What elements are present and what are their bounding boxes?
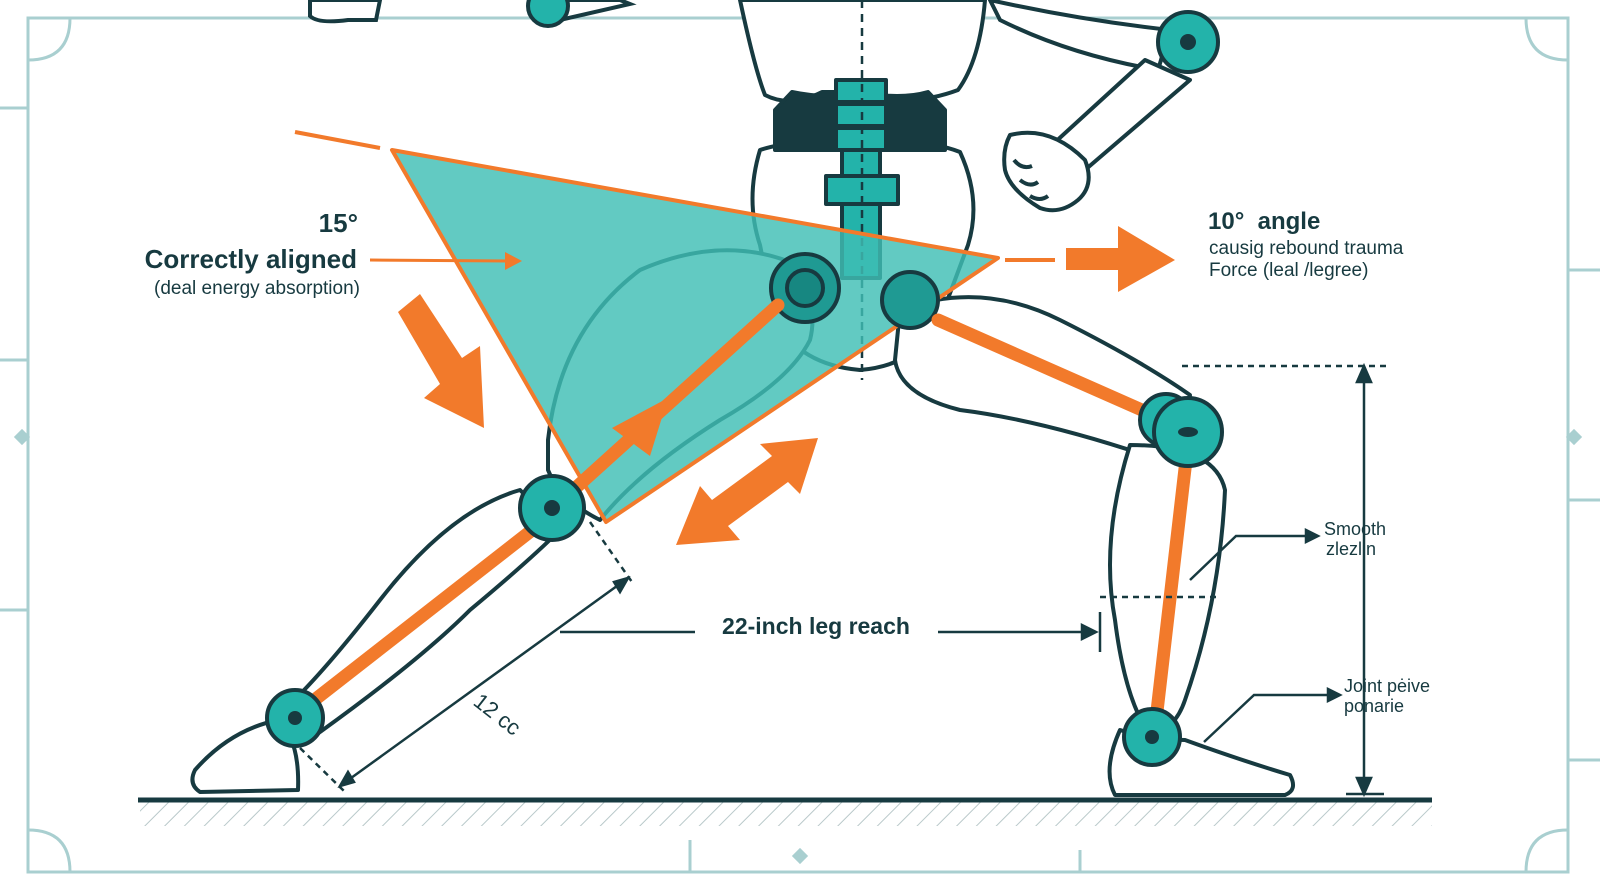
smooth-note-line1: Smooth xyxy=(1324,519,1386,539)
right-angle-label: 10° angle xyxy=(1208,208,1320,235)
left-angle-label: 15° xyxy=(319,208,358,238)
left-callout-subtitle: (deal energy absorption) xyxy=(154,278,360,299)
shin-length-label: 12 cc xyxy=(469,688,526,740)
left-callout-title: Correctly aligned xyxy=(145,244,357,274)
joint-icon xyxy=(880,270,940,330)
arrow-icon xyxy=(612,398,668,456)
joint-note-line1: Joint pėive xyxy=(1344,676,1430,696)
ground xyxy=(138,797,1432,826)
arrow-icon xyxy=(398,294,484,428)
joint-note-line2: ponarie xyxy=(1344,696,1404,716)
hip-joints xyxy=(769,252,940,330)
leg-reach-label: 22-inch leg reach xyxy=(722,613,910,639)
force-arrows xyxy=(398,226,1175,545)
right-leg xyxy=(893,295,1296,797)
left-arm xyxy=(308,0,637,28)
bone-lines xyxy=(301,298,1193,727)
right-arm xyxy=(988,0,1220,213)
alignment-triangle xyxy=(390,148,1000,524)
arrow-icon xyxy=(505,252,522,270)
measurement-lines xyxy=(299,362,1386,798)
right-callout-line2: Force (leal /legree) xyxy=(1209,260,1368,281)
arrow-icon xyxy=(1066,226,1175,292)
double-arrow-icon xyxy=(676,438,818,545)
leg-joints xyxy=(265,392,1224,767)
right-callout-line1: causig rebound trauma xyxy=(1209,238,1404,259)
smooth-note-line2: zlezlin xyxy=(1326,539,1376,559)
